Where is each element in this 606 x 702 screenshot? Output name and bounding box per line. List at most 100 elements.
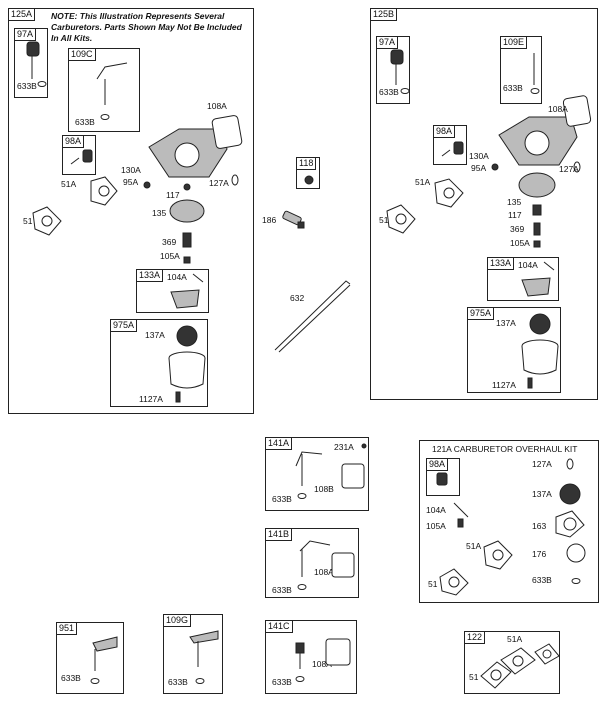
part-label: 51	[428, 579, 438, 589]
float-icon	[170, 273, 204, 309]
part-label: 108A	[314, 567, 334, 577]
part-label: 1127A	[492, 380, 516, 390]
part-label: 163	[532, 521, 547, 531]
part-label: 137A	[145, 330, 165, 340]
gasket-icon	[480, 643, 560, 689]
washer-label: 633B	[61, 673, 81, 683]
washer-label: 633B	[503, 83, 523, 93]
throttle-shaft-icon	[189, 630, 219, 684]
part-label: 137A	[532, 489, 552, 499]
carburetor-body-icon	[32, 115, 243, 264]
kit-98A-tag: 98A	[434, 126, 456, 138]
kit-133A-panel: 133A 104A	[136, 269, 209, 313]
part-label: 51A	[61, 179, 77, 189]
kit-121A-panel: 121A CARBURETOR OVERHAUL KIT 98A 127A 13…	[419, 440, 599, 603]
part-label: 127A	[559, 164, 579, 174]
part-label: 105A	[160, 251, 180, 261]
kit-125A-tag: 125A	[9, 9, 36, 21]
washer-label: 633B	[272, 677, 292, 687]
kit-121A-title: 121A CARBURETOR OVERHAUL KIT	[432, 444, 578, 454]
part-label: 137A	[496, 318, 516, 328]
part-label: 369	[162, 237, 177, 247]
part-label: 186	[262, 215, 277, 225]
part-label: 130A	[121, 165, 141, 175]
kit-109G-tag: 109G	[164, 615, 192, 627]
lever-icon	[90, 636, 118, 684]
kit-951-panel: 951 633B	[56, 622, 124, 694]
governor-shaft-icon	[295, 638, 351, 682]
choke-lever-icon	[26, 41, 47, 87]
part-label: 51A	[415, 177, 431, 187]
part-label: 130A	[469, 151, 489, 161]
kit-97A-panel: 97A 633B	[376, 36, 410, 104]
kit-109G-panel: 109G 633B	[163, 614, 223, 694]
part-label: 127A	[209, 178, 229, 188]
kit-98A-panel: 98A	[62, 135, 96, 175]
part-label: 51A	[507, 634, 523, 644]
throttle-shaft-icon	[530, 53, 540, 94]
part-label: 104A	[167, 272, 187, 282]
kit-975A-tag: 975A	[111, 320, 138, 332]
part-label: 104A	[518, 260, 538, 270]
governor-shaft-icon	[295, 443, 367, 499]
part-label: 176	[532, 549, 547, 559]
washer-label: 633B	[17, 81, 37, 91]
kit-141A-panel: 141A 231A 108B 633B	[265, 437, 369, 511]
washer-label: 633B	[272, 494, 292, 504]
part-label: 135	[152, 208, 167, 218]
part-label: 105A	[426, 521, 446, 531]
washer-label: 633B	[272, 585, 292, 595]
kit-97A-tag: 97A	[377, 37, 399, 49]
part-label: 105A	[510, 238, 530, 248]
kit-141C-panel: 141C 108A 633B	[265, 620, 357, 694]
float-icon	[521, 261, 555, 297]
throttle-shaft-icon	[96, 62, 128, 120]
part-label: 369	[510, 224, 525, 234]
part-label: 104A	[426, 505, 446, 515]
kit-122-tag: 122	[465, 632, 486, 644]
kit-133A-tag: 133A	[137, 270, 164, 282]
kit-951-tag: 951	[57, 623, 78, 635]
part-label: 95A	[123, 177, 139, 187]
washer-label: 633B	[168, 677, 188, 687]
kit-109C-tag: 109C	[69, 49, 96, 61]
part-label: 632	[290, 293, 305, 303]
carburetor-body-icon	[386, 95, 592, 248]
kit-133A-tag: 133A	[488, 258, 515, 270]
overhaul-kit-parts-icon	[439, 458, 586, 596]
screw-spring-icon	[441, 141, 464, 157]
part-label: 135	[507, 197, 522, 207]
choke-lever-icon	[390, 49, 410, 94]
kit-975A-panel: 975A 137A 1127A	[467, 307, 561, 393]
kit-975A-tag: 975A	[468, 308, 495, 320]
kit-125B-tag: 125B	[371, 9, 398, 21]
governor-shaft-icon	[297, 540, 355, 590]
kit-125A-note: NOTE: This Illustration Represents Sever…	[51, 11, 242, 43]
kit-98A-panel: 98A	[426, 458, 460, 496]
part-label: 231A	[334, 442, 354, 452]
part-label: 127A	[532, 459, 552, 469]
kit-98A-tag: 98A	[63, 136, 85, 148]
kit-109E-tag: 109E	[501, 37, 528, 49]
part-label: 117	[508, 210, 522, 220]
part-label: 51	[469, 672, 479, 682]
float-bowl-icon	[168, 325, 206, 403]
kit-975A-panel: 975A 137A 1127A	[110, 319, 208, 407]
part-label: 1127A	[139, 394, 163, 404]
part-label: 117	[166, 190, 180, 200]
kit-141C-tag: 141C	[266, 621, 293, 633]
part-label: 108B	[314, 484, 334, 494]
part-label: 633B	[532, 575, 552, 585]
kit-133A-panel: 133A 104A	[487, 257, 559, 301]
kit-98A-panel: 98A	[433, 125, 467, 165]
part-label: 108A	[207, 101, 227, 111]
screw-spring-icon	[70, 149, 93, 165]
screw-spring-icon	[436, 472, 448, 486]
kit-122-panel: 122 51A 51	[464, 631, 560, 694]
kit-125B-panel: 125B 97A 633B 109E 633B 98A	[370, 8, 598, 400]
kit-141A-tag: 141A	[266, 438, 293, 450]
part-label: 51	[23, 216, 33, 226]
part-label: 95A	[471, 163, 487, 173]
